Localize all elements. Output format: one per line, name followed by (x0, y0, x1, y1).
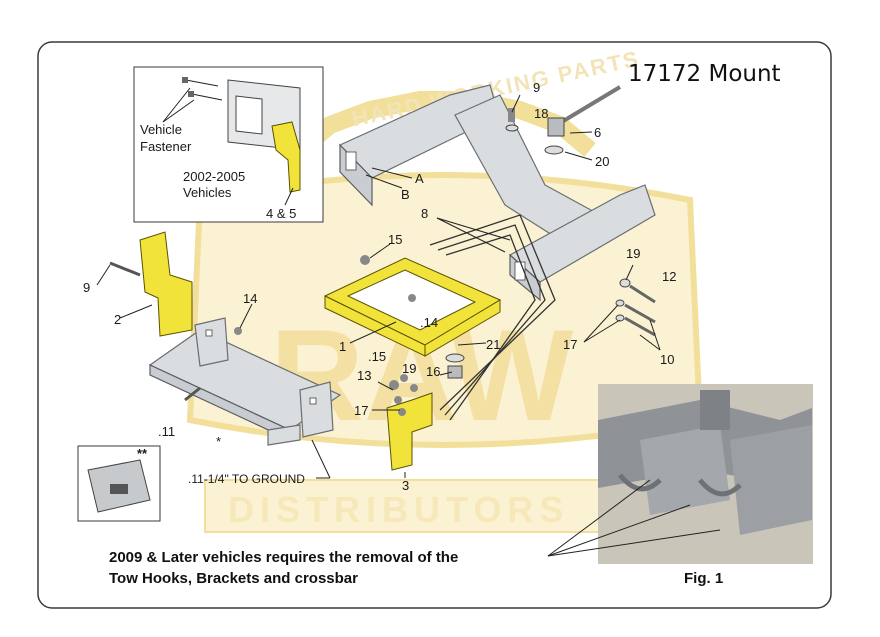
callout-9-top: 9 (533, 80, 540, 95)
callout-17-right: 17 (563, 337, 577, 352)
bottom-note-line-2: Tow Hooks, Brackets and crossbar (109, 570, 358, 587)
callout-1: 1 (339, 339, 346, 354)
crossbar (148, 317, 342, 446)
callout-A: A (415, 171, 424, 186)
callout-8: 8 (421, 206, 428, 221)
callout-11: .11 (158, 424, 175, 439)
callout-19-mid: 19 (402, 361, 416, 376)
callout-18: 18 (534, 106, 548, 121)
callout-3: 3 (402, 478, 409, 493)
callout-19-right: 19 (626, 246, 640, 261)
bolt-icon (182, 77, 223, 101)
callout-15-mid: .15 (368, 349, 386, 364)
callout-10: 10 (660, 352, 674, 367)
inset-fastener-label-1: Vehicle (140, 122, 182, 137)
mount-title: 17172 Mount (628, 61, 781, 87)
bottom-note-line-1: 2009 & Later vehicles requires the remov… (109, 549, 458, 566)
inset-years-label-2: Vehicles (183, 185, 232, 200)
figure-photo (598, 384, 813, 564)
callout-star: * (216, 434, 221, 449)
callout-2: 2 (114, 312, 121, 327)
callout-20: 20 (595, 154, 609, 169)
inset-years-label-1: 2002-2005 (183, 169, 245, 184)
callout-6: 6 (594, 125, 601, 140)
ground-clearance-note: .11-1/4" TO GROUND (188, 472, 305, 486)
hardware (109, 255, 656, 416)
inset-2002-2005: Vehicle Fastener 2002-2005 Vehicles 4 & … (133, 66, 324, 223)
callout-double-star: ** (137, 446, 148, 461)
inset-double-star (77, 445, 161, 522)
vehicle-frame (338, 84, 656, 302)
figure-label: Fig. 1 (684, 570, 723, 587)
leader-lines (547, 479, 721, 557)
inset-parts-label: 4 & 5 (266, 206, 296, 221)
callout-14-mid: .14 (420, 315, 438, 330)
callout-leaders (96, 94, 661, 479)
bracket-4-5 (271, 121, 301, 193)
inset-fastener-label-2: Fastener (140, 139, 192, 154)
callout-9-left: 9 (83, 280, 90, 295)
callout-12: 12 (662, 269, 676, 284)
bracket-2 (139, 231, 193, 337)
callout-15-top: 15 (388, 232, 402, 247)
pull-pin (505, 85, 622, 155)
callout-17-mid: 17 (354, 403, 368, 418)
callout-B: B (401, 187, 410, 202)
callout-13: 13 (357, 368, 371, 383)
callout-16: 16 (426, 364, 440, 379)
callout-14-left: 14 (243, 291, 257, 306)
watermark-banner (204, 479, 676, 533)
watermark-distributor-text: DISTRIBUTORS (228, 489, 569, 530)
callout-21: 21 (486, 337, 500, 352)
